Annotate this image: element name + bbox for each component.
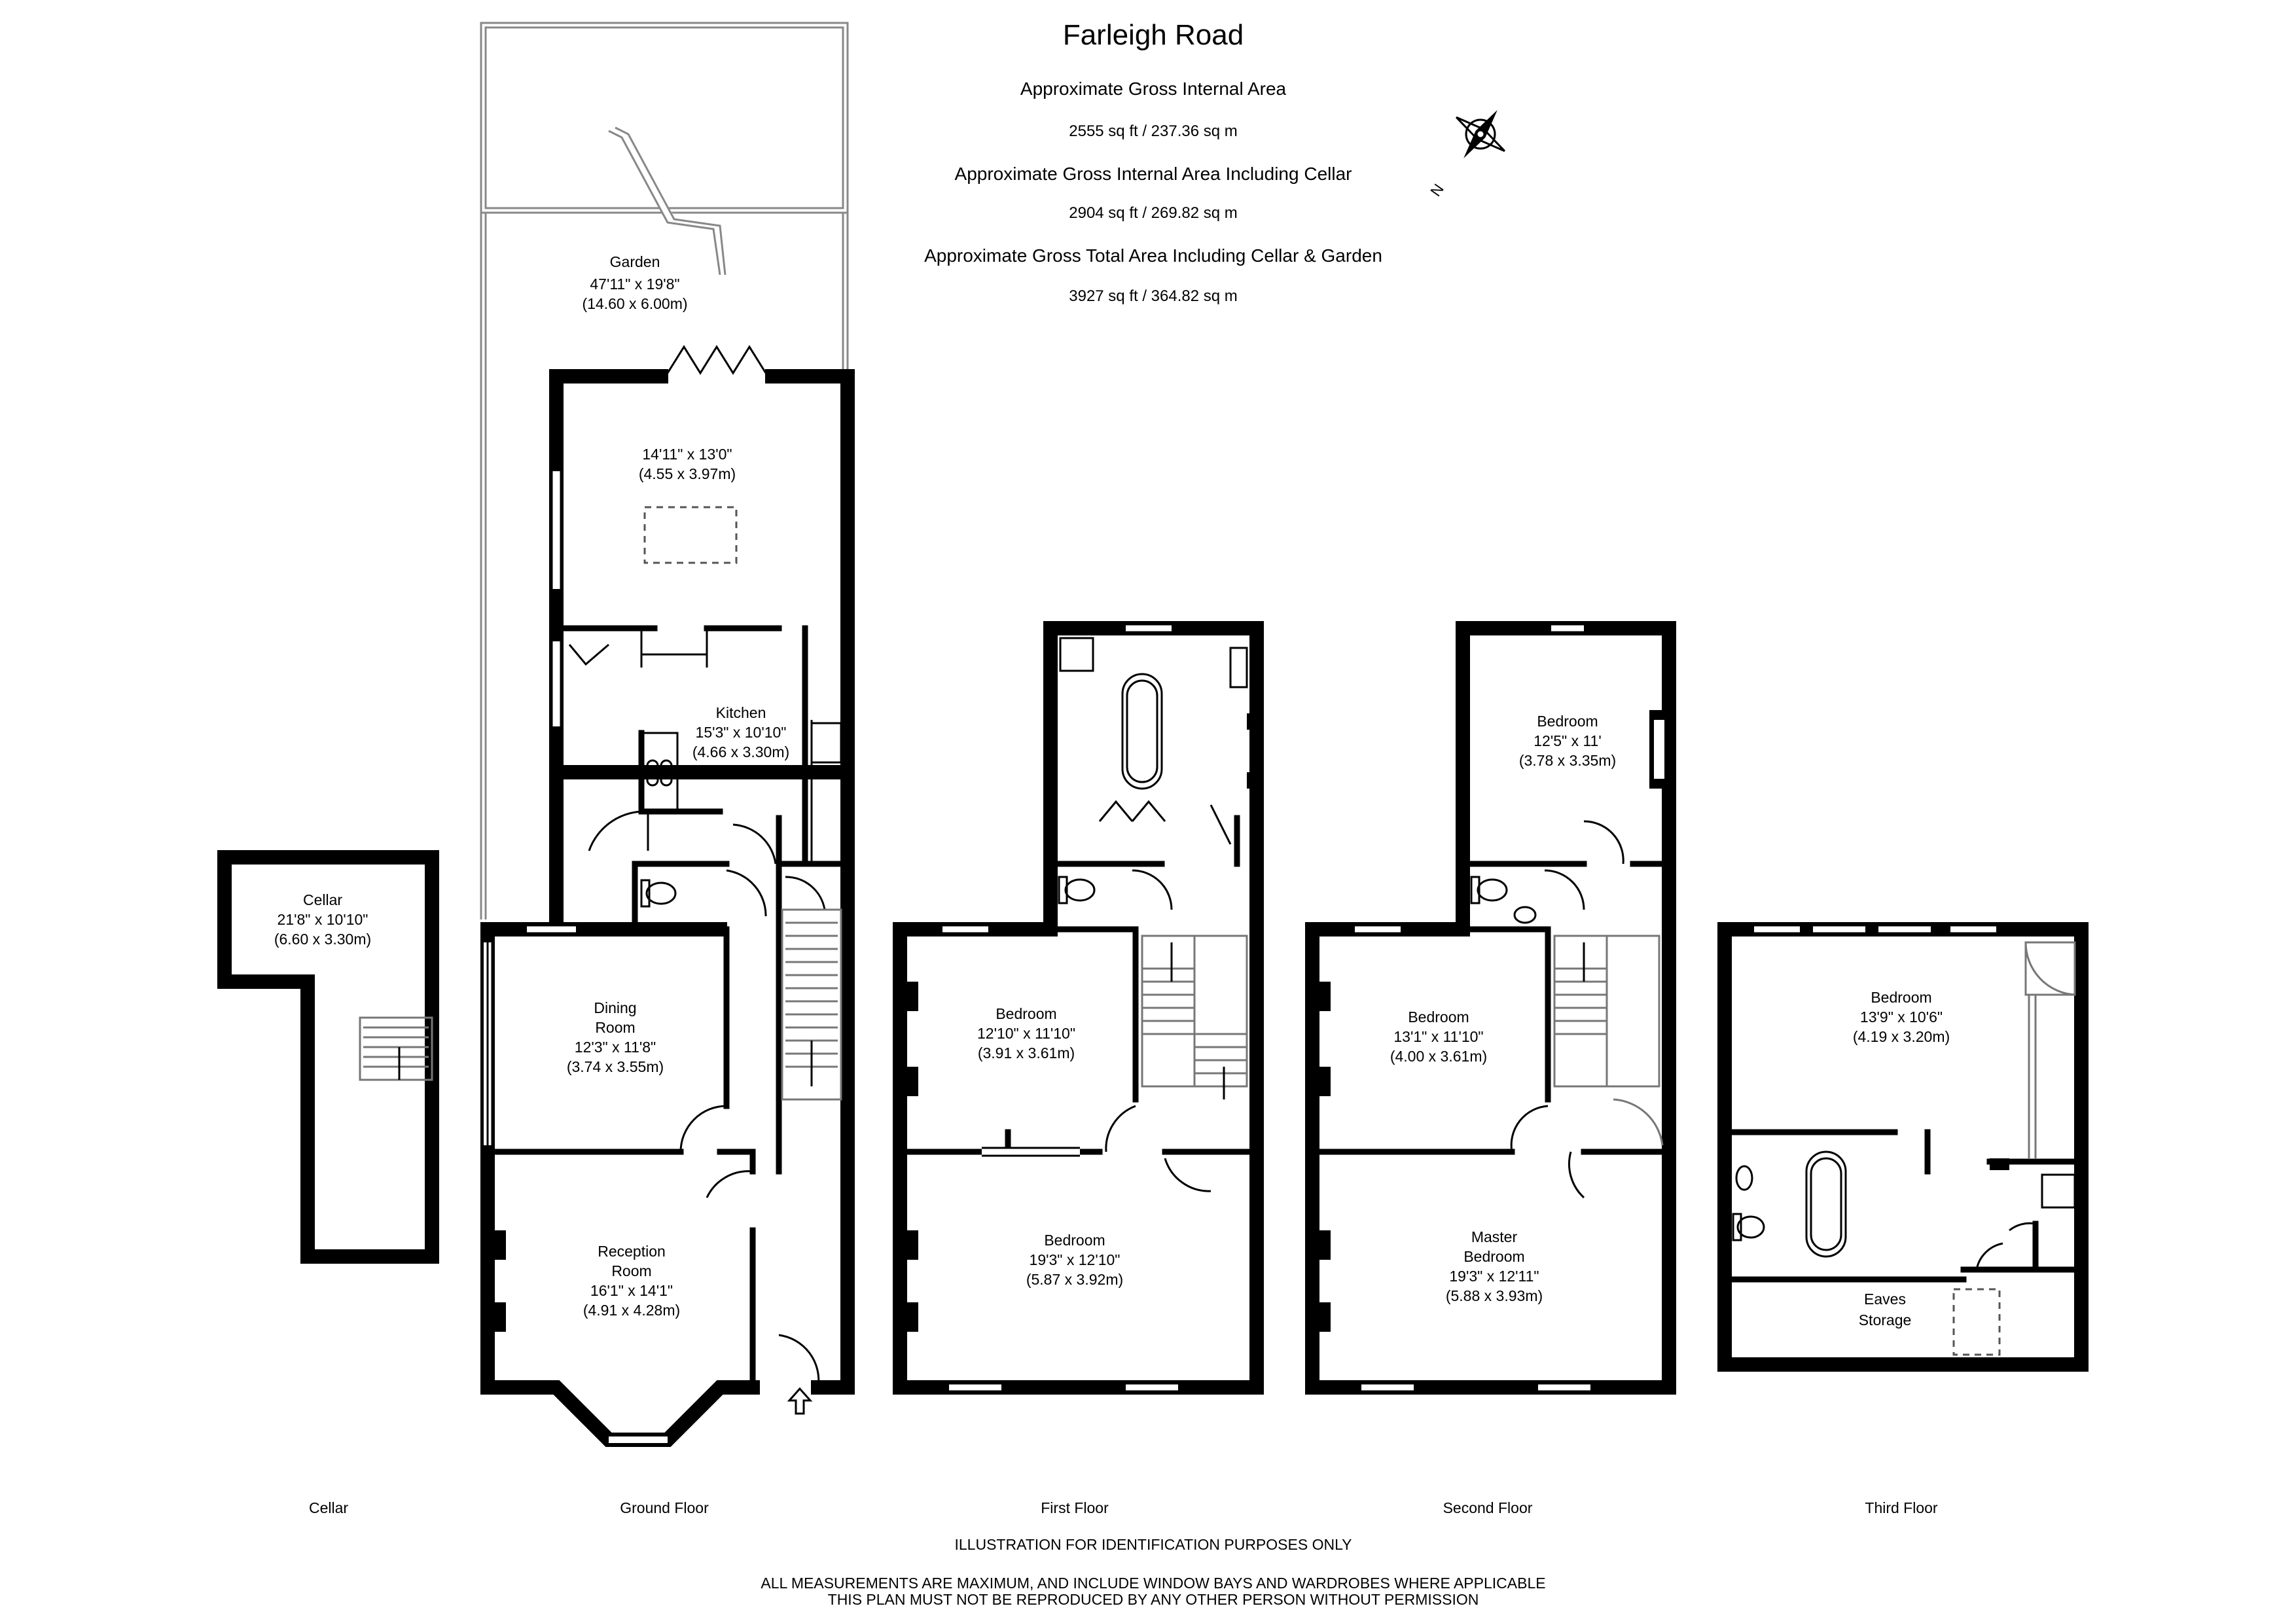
shower-icon [1059, 637, 1094, 672]
kitchen-dims: 15'3" x 10'10" [696, 724, 787, 741]
reception-dims: 16'1" x 14'1" [590, 1282, 673, 1299]
third-bedroom-metric: (4.19 x 3.20m) [1853, 1028, 1950, 1045]
ground-rear-walls [549, 369, 855, 779]
dining-dims: 12'3" x 11'8" [575, 1039, 656, 1056]
area-value-total: 3927 sq ft / 364.82 sq m [1069, 287, 1238, 305]
floor-label-second: Second Floor [1443, 1499, 1533, 1516]
third-floor: Bedroom 13'9" x 10'6" (4.19 x 3.20m) Eav… [1717, 922, 2089, 1372]
second-bedroom-back-dims: 13'1" x 11'10" [1393, 1028, 1483, 1045]
master-label-1: Master [1471, 1228, 1518, 1245]
cellar-metric: (6.60 x 3.30m) [274, 931, 371, 948]
living-dims: 14'11" x 13'0" [642, 446, 732, 463]
header-block: Farleigh Road Approximate Gross Internal… [924, 19, 1382, 305]
footer-line-2: ALL MEASUREMENTS ARE MAXIMUM, AND INCLUD… [761, 1575, 1545, 1592]
first-bedroom-back-metric: (3.91 x 3.61m) [978, 1044, 1075, 1061]
cellar-label: Cellar [303, 891, 342, 908]
first-bedroom-front-metric: (5.87 x 3.92m) [1026, 1271, 1123, 1288]
kitchen-label: Kitchen [716, 704, 766, 721]
reception-label-2: Room [611, 1262, 651, 1279]
third-bathroom-fixtures [1732, 1150, 2076, 1258]
dining-label-1: Dining [594, 999, 636, 1016]
compass-icon: N [1427, 110, 1505, 200]
cellar-stairs [359, 1016, 433, 1081]
footer-line-1: ILLUSTRATION FOR IDENTIFICATION PURPOSES… [954, 1536, 1352, 1553]
ground-wc-icon [640, 879, 677, 908]
third-bedroom-dims: 13'9" x 10'6" [1860, 1008, 1943, 1026]
area-value-cellar: 2904 sq ft / 269.82 sq m [1069, 204, 1238, 222]
dining-metric: (3.74 x 3.55m) [567, 1058, 664, 1075]
kitchen-island [643, 506, 738, 564]
floor-label-ground: Ground Floor [620, 1499, 709, 1516]
footer-notes: ILLUSTRATION FOR IDENTIFICATION PURPOSES… [761, 1536, 1545, 1608]
garden-area [480, 22, 849, 919]
bathtub-icon [1121, 673, 1163, 790]
cellar-dims: 21'8" x 10'10" [278, 911, 368, 928]
eaves-hatch [1952, 1288, 2001, 1356]
first-bedroom-front-dims: 19'3" x 12'10" [1030, 1251, 1121, 1268]
garden-dims: 47'11" x 19'8" [590, 276, 679, 293]
floor-labels: Cellar Ground Floor First Floor Second F… [309, 1499, 1938, 1516]
footer-line-3: THIS PLAN MUST NOT BE REPRODUCED BY ANY … [828, 1591, 1479, 1608]
reception-label-1: Reception [598, 1243, 666, 1260]
area-label-total: Approximate Gross Total Area Including C… [924, 245, 1382, 266]
third-shower-icon [2041, 1173, 2076, 1209]
second-stairs [1553, 935, 1664, 1146]
first-bathroom-fixtures [1058, 637, 1248, 904]
reception-metric: (4.91 x 4.28m) [583, 1302, 680, 1319]
third-stairs [2024, 941, 2076, 1158]
first-wc-icon [1058, 876, 1068, 904]
hob-icon [640, 732, 679, 813]
second-bedroom-back-metric: (4.00 x 3.61m) [1390, 1048, 1487, 1065]
cellar-floor: Cellar 21'8" x 10'10" (6.60 x 3.30m) [217, 850, 439, 1264]
floor-label-first: First Floor [1041, 1499, 1109, 1516]
second-floor: Bedroom 12'5" x 11' (3.78 x 3.35m) Bedro… [1305, 621, 1676, 1395]
eaves-label-1: Eaves [1864, 1291, 1906, 1308]
area-value-internal: 2555 sq ft / 237.36 sq m [1069, 122, 1238, 140]
second-bedroom-top-label: Bedroom [1537, 713, 1598, 730]
kitchen-metric: (4.66 x 3.30m) [692, 743, 789, 760]
rear-bifold-doors [666, 345, 767, 375]
first-bedroom-back-dims: 12'10" x 11'10" [977, 1025, 1075, 1042]
first-bedroom-front-label: Bedroom [1044, 1232, 1105, 1249]
master-dims: 19'3" x 12'11" [1449, 1268, 1539, 1285]
second-bedroom-back-label: Bedroom [1408, 1008, 1469, 1026]
third-wc-icon [1732, 1213, 1742, 1241]
floor-label-cellar: Cellar [309, 1499, 348, 1516]
third-bedroom-label: Bedroom [1871, 989, 1931, 1006]
first-bedroom-back-label: Bedroom [996, 1005, 1056, 1022]
ground-floor: Garden 47'11" x 19'8" (14.60 x 6.00m) [480, 22, 855, 1447]
dining-label-2: Room [595, 1019, 635, 1036]
first-stairs [1141, 935, 1248, 1099]
garden-label: Garden [610, 253, 660, 270]
entrance-arrow-icon [787, 1387, 813, 1415]
third-bathtub-icon [1805, 1150, 1847, 1258]
cellar-walls [217, 850, 439, 1264]
sink-icon [810, 722, 842, 764]
area-label-internal: Approximate Gross Internal Area [1020, 79, 1287, 99]
second-wc-icon [1470, 876, 1537, 924]
floor-label-third: Third Floor [1865, 1499, 1938, 1516]
second-bedroom-top-metric: (3.78 x 3.35m) [1519, 752, 1616, 769]
first-floor: Bedroom 12'10" x 11'10" (3.91 x 3.61m) B… [893, 621, 1264, 1395]
compass-north-label: N [1427, 181, 1447, 200]
plan-title: Farleigh Road [1063, 19, 1244, 51]
second-bedroom-top-dims: 12'5" x 11' [1534, 732, 1601, 749]
ground-stairs [781, 908, 842, 1101]
eaves-label-2: Storage [1859, 1311, 1912, 1329]
living-metric: (4.55 x 3.97m) [639, 465, 736, 482]
area-label-cellar: Approximate Gross Internal Area Includin… [955, 164, 1352, 184]
master-metric: (5.88 x 3.93m) [1446, 1287, 1543, 1304]
garden-metric: (14.60 x 6.00m) [582, 295, 687, 312]
basin-icon [1229, 647, 1248, 688]
master-label-2: Bedroom [1463, 1248, 1524, 1265]
